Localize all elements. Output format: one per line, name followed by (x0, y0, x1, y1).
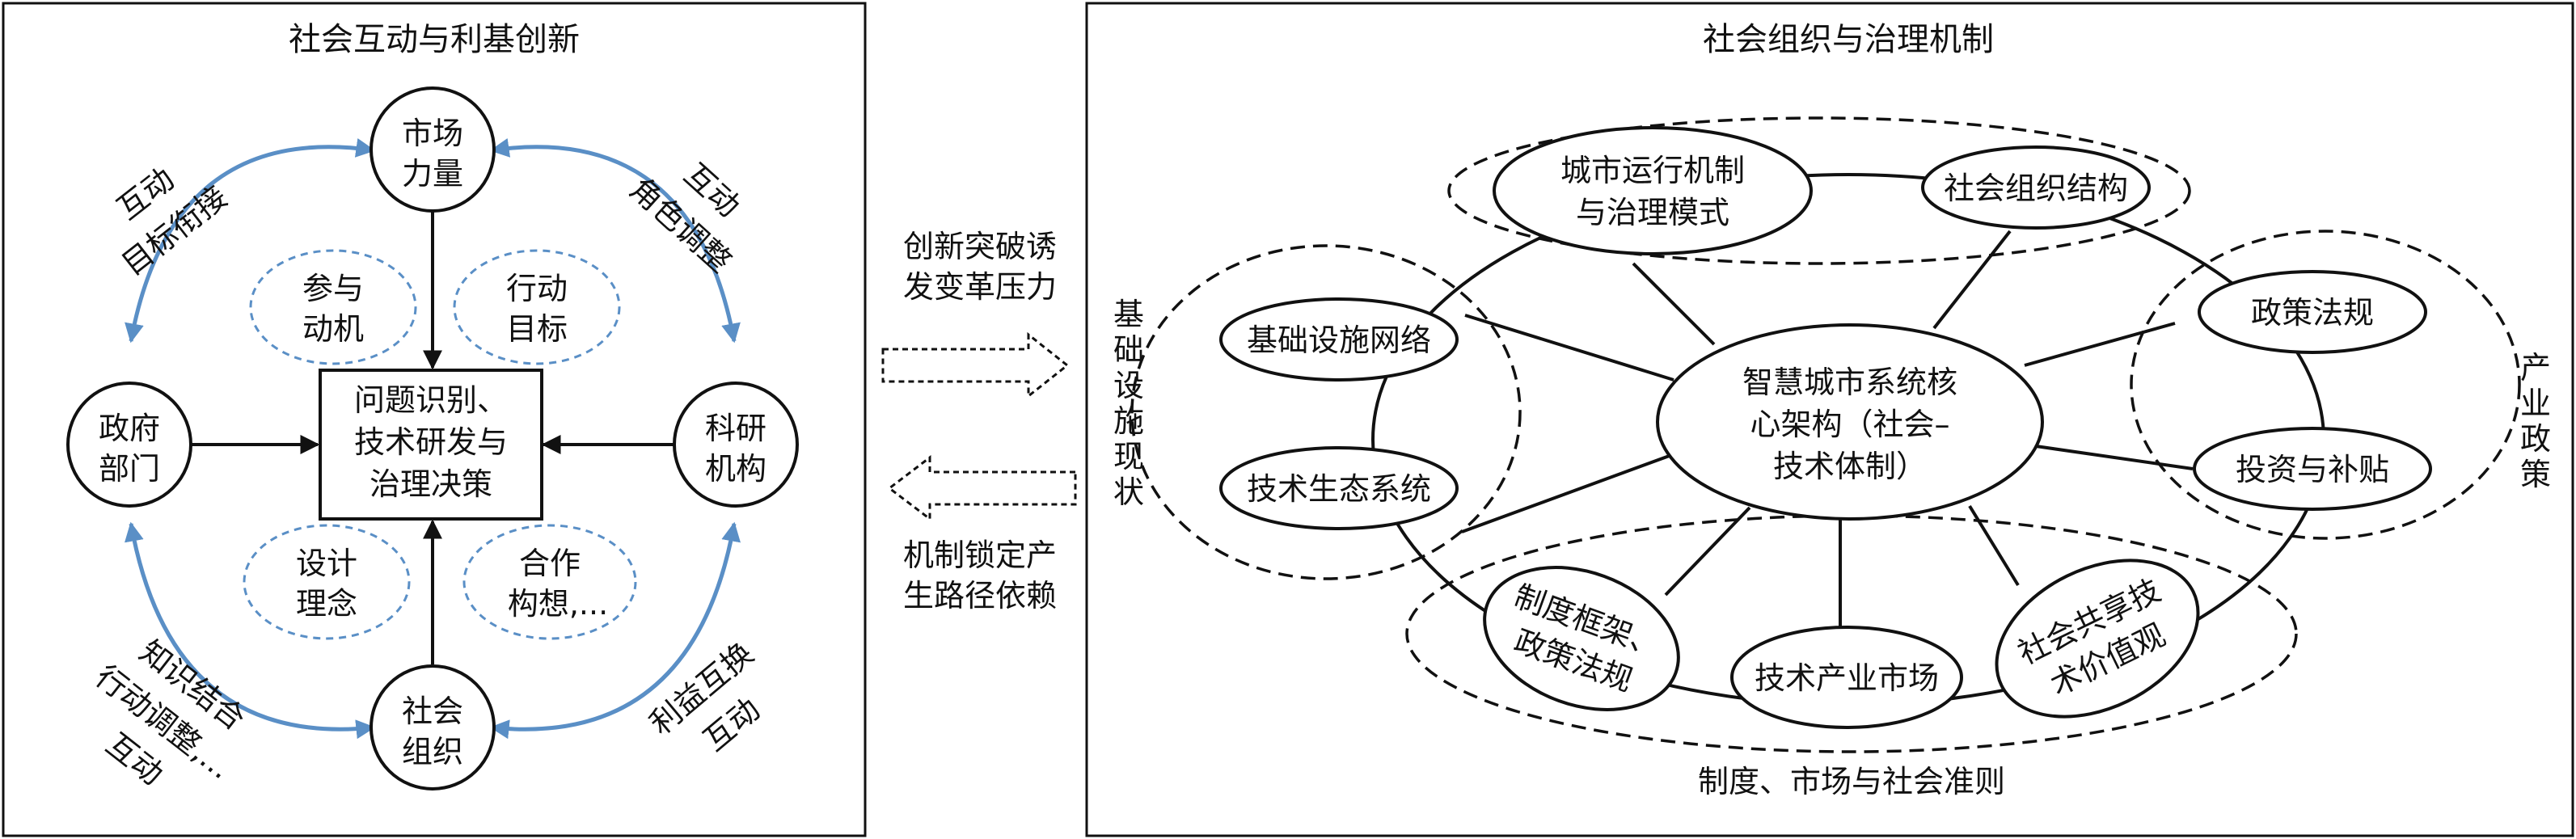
middle-upper-label-line-1: 创新突破诱 (903, 229, 1057, 264)
svg-text:与治理模式: 与治理模式 (1576, 195, 1729, 230)
center-box-line-1: 问题识别、 (354, 382, 508, 418)
node-investment-subsidy: 投资与补贴 (2193, 427, 2432, 511)
svg-text:政策法规: 政策法规 (2251, 295, 2374, 331)
svg-text:智慧城市系统核: 智慧城市系统核 (1742, 365, 1957, 400)
svg-text:施: 施 (1113, 403, 1144, 439)
core-node: 智慧城市系统核 心架构（社会– 技术体制） (1656, 323, 2044, 521)
arc-label-bottom-right: 利益互换 互动 (643, 635, 766, 757)
node-tech-market: 技术产业市场 (1730, 626, 1963, 729)
bubble-cooperation-idea: 合作 构想,... (462, 524, 637, 640)
left-panel-title: 社会互动与利基创新 (289, 21, 580, 58)
svg-text:基: 基 (1113, 297, 1144, 332)
svg-text:技术生态系统: 技术生态系统 (1247, 471, 1431, 507)
svg-text:政府: 政府 (99, 411, 160, 446)
bubble-participation-motive: 参与 动机 (249, 249, 417, 365)
right-panel-title: 社会组织与治理机制 (1703, 21, 1994, 58)
svg-text:状: 状 (1113, 474, 1144, 510)
node-institution-framework: 制度框架、 政策法规 (1483, 566, 1680, 711)
node-social-organization: 社会 组织 (370, 664, 496, 791)
svg-text:现: 现 (1113, 439, 1144, 474)
dashed-arrow-left (887, 454, 1077, 522)
node-infrastructure-network: 基础设施网络 (1219, 297, 1459, 382)
svg-text:业: 业 (2520, 386, 2551, 421)
arc-bottom-left (125, 521, 376, 740)
svg-text:行动: 行动 (506, 271, 568, 306)
group-right-dashed (2130, 230, 2521, 540)
node-government: 政府 部门 (66, 382, 192, 508)
node-tech-ecosystem: 技术生态系统 (1219, 446, 1459, 530)
right-panel-frame (1085, 2, 2574, 837)
svg-text:机构: 机构 (705, 451, 766, 487)
svg-text:基础设施网络: 基础设施网络 (1247, 323, 1431, 358)
svg-text:社会: 社会 (402, 694, 463, 729)
svg-text:设: 设 (1113, 368, 1144, 403)
middle-upper-label-line-2: 发变革压力 (903, 269, 1057, 305)
svg-text:投资与补贴: 投资与补贴 (2236, 452, 2389, 487)
right-panel: 社会组织与治理机制 智慧城市系统核 心架构（社会– 技术体制） (1085, 2, 2574, 837)
node-city-mechanism: 城市运行机制 与治理模式 (1493, 126, 1813, 255)
svg-text:科研: 科研 (705, 411, 766, 446)
arc-label-top-left: 互动 目标衔接 (111, 161, 234, 283)
node-shared-values: 社会共享技 术价值观 (1995, 559, 2200, 719)
middle-section: 创新突破诱 发变革压力 机制锁定产 生路径依赖 (881, 229, 1077, 613)
svg-text:力量: 力量 (402, 156, 463, 192)
group-label-right: 产 业 政 策 (2520, 350, 2551, 492)
arc-bottom-right (489, 521, 741, 740)
group-left-dashed (1130, 244, 1522, 580)
svg-text:心架构（社会–: 心架构（社会– (1750, 407, 1949, 442)
spokes (1461, 230, 2194, 635)
svg-text:市场: 市场 (402, 116, 463, 151)
group-label-bottom: 制度、市场与社会准则 (1698, 764, 2005, 799)
node-policy-regulation: 政策法规 (2198, 270, 2427, 354)
svg-text:构想,...: 构想,... (508, 586, 608, 622)
svg-text:部门: 部门 (99, 451, 160, 487)
svg-text:参与: 参与 (302, 271, 364, 306)
arc-label-top-right: 互动 角色调整 (623, 157, 747, 280)
left-panel-frame (2, 2, 867, 837)
svg-text:目标: 目标 (506, 311, 568, 347)
node-research-institution: 科研 机构 (673, 382, 799, 508)
middle-lower-label-line-2: 生路径依赖 (903, 578, 1057, 613)
bubble-design-concept: 设计 理念 (243, 524, 411, 640)
left-panel: 社会互动与利基创新 互动 目标衔接 互动 角色调整 知识结合 行动调整,... … (2, 2, 867, 837)
svg-text:社会组织结构: 社会组织结构 (1944, 171, 2128, 206)
svg-text:策: 策 (2520, 457, 2551, 492)
node-market-force: 市场 力量 (370, 86, 496, 213)
svg-text:设计: 设计 (296, 546, 357, 581)
svg-text:产: 产 (2520, 350, 2551, 386)
svg-text:合作: 合作 (519, 546, 581, 581)
center-box-line-3: 治理决策 (370, 466, 492, 502)
bubble-action-goal: 行动 目标 (453, 249, 621, 365)
svg-text:理念: 理念 (296, 586, 357, 622)
center-box-line-2: 技术研发与 (354, 424, 508, 460)
group-label-left: 基 础 设 施 现 状 (1113, 297, 1144, 510)
arc-label-bottom-left: 知识结合 行动调整,... 互动 (89, 634, 252, 792)
arc-top-left (125, 138, 376, 344)
center-box (319, 369, 543, 521)
svg-text:础: 础 (1113, 332, 1144, 368)
group-top-dashed (1447, 116, 2191, 265)
node-social-structure: 社会组织结构 (1921, 145, 2151, 230)
svg-text:组织: 组织 (402, 734, 463, 769)
dashed-arrow-right (881, 331, 1070, 399)
svg-text:技术体制）: 技术体制） (1773, 449, 1927, 484)
svg-text:动机: 动机 (302, 311, 364, 347)
svg-text:政: 政 (2520, 421, 2551, 457)
arc-top-right (489, 138, 741, 344)
svg-text:技术产业市场: 技术产业市场 (1755, 660, 1939, 696)
middle-lower-label-line-1: 机制锁定产 (903, 538, 1057, 573)
svg-text:城市运行机制: 城市运行机制 (1560, 153, 1745, 188)
